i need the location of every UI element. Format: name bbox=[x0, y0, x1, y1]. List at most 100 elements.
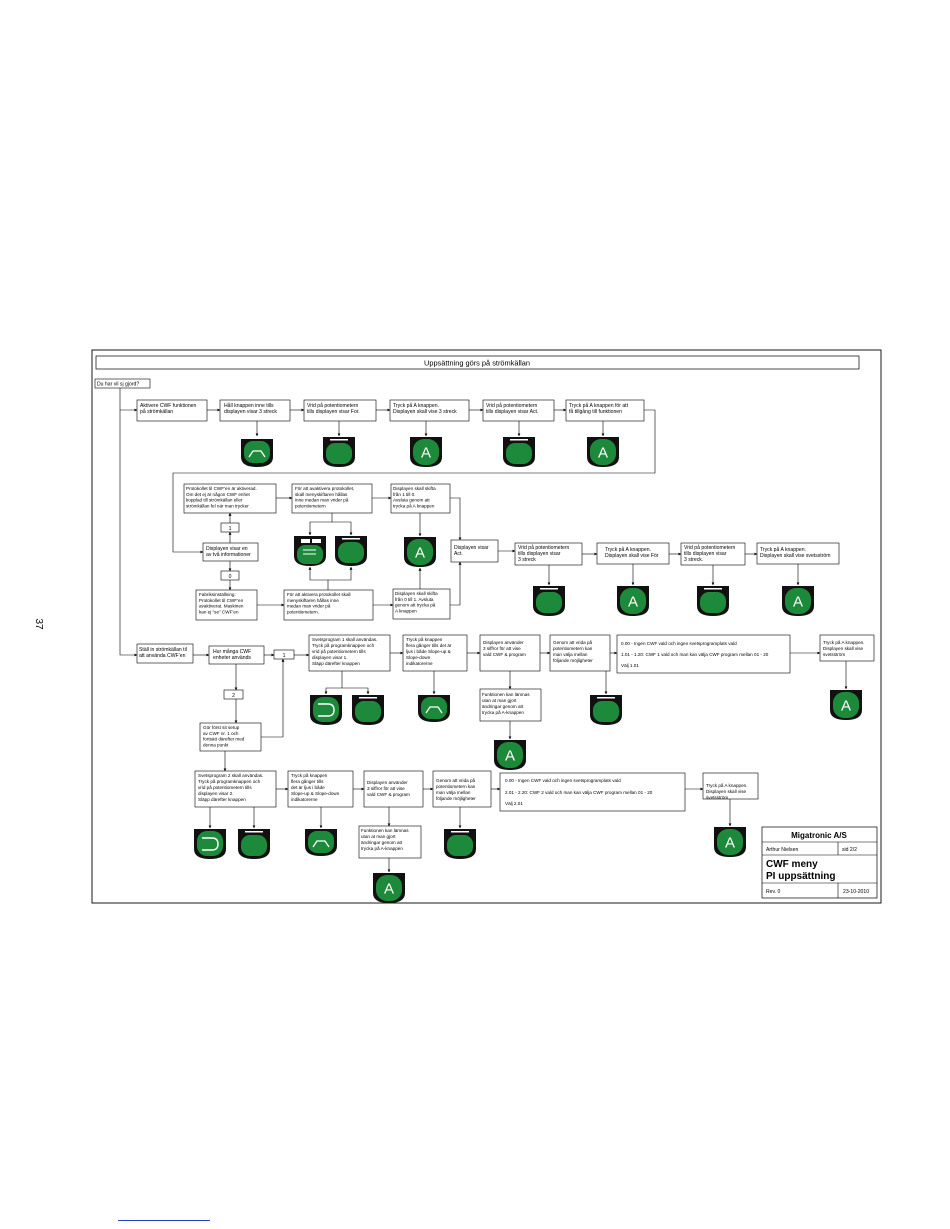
display-dashes-icon bbox=[697, 586, 729, 616]
display-dashes-icon bbox=[590, 695, 622, 725]
program-arrow-icon bbox=[194, 829, 226, 859]
svg-text:2: 2 bbox=[232, 693, 235, 699]
display-dashes-icon bbox=[352, 695, 384, 725]
svg-text:1: 1 bbox=[229, 526, 232, 532]
box-weld-program-1: Svetsprogram 1 skall användas.Tryck på p… bbox=[308, 634, 391, 672]
a-button-icon: A bbox=[714, 827, 746, 857]
svg-text:1: 1 bbox=[283, 653, 286, 659]
display-dashes-icon bbox=[444, 829, 476, 859]
a-button-letter: A bbox=[793, 594, 803, 611]
company-name: Migatronic A/S bbox=[791, 831, 847, 840]
svg-text:Protokollet til CWF’en är akti: Protokollet til CWF’en är aktiverad.Om d… bbox=[186, 486, 257, 508]
svg-text:0.00 - Ingen CWF vald och inge: 0.00 - Ingen CWF vald och ingen svetspro… bbox=[505, 778, 653, 806]
diagram-title: Uppsättning görs på strömkällan bbox=[424, 359, 530, 368]
box-press-a-1: Tryck på A knappen.Displayen skall vise … bbox=[389, 399, 470, 422]
svg-text:0: 0 bbox=[229, 574, 232, 580]
diagram-frame bbox=[91, 349, 882, 904]
a-button-letter: A bbox=[628, 594, 638, 611]
box-press-a-svetsstrom: Tryck på A knappen.Displayen skall vise … bbox=[756, 542, 840, 565]
svg-text:Tryck på A knappen.Displayen s: Tryck på A knappen.Displayen skall vise … bbox=[760, 546, 830, 559]
display-dashes-icon bbox=[335, 536, 367, 566]
svg-text:Tryck på A knappen.Displayen s: Tryck på A knappen.Displayen skall vises… bbox=[823, 639, 864, 657]
box-options-list-2: 0.00 - Ingen CWF vald och ingen svetspro… bbox=[499, 772, 686, 812]
a-button-icon: A bbox=[830, 690, 862, 720]
header-bar bbox=[95, 355, 860, 370]
revision: Rev. 0 bbox=[766, 889, 781, 895]
a-button-icon: A bbox=[587, 437, 619, 467]
box-factory-setting: Fabriksinställning:Protokollet til CWF’e… bbox=[195, 589, 258, 621]
box-press-a-for: Tryck på A knappen.Displayen skall vise … bbox=[596, 542, 670, 565]
a-button-icon: A bbox=[494, 740, 526, 770]
svg-text:0.00 - Ingen CWF vald och inge: 0.00 - Ingen CWF vald och ingen svetspro… bbox=[621, 641, 769, 668]
svg-text:För att aktivera protokollet s: För att aktivera protokollet skallmenysk… bbox=[287, 592, 351, 614]
svg-text:Svetsprogram 1 skall användas.: Svetsprogram 1 skall användas.Tryck på p… bbox=[312, 637, 377, 666]
a-button-icon: A bbox=[782, 586, 814, 616]
document-title: CWF meny bbox=[766, 859, 818, 870]
a-button-icon: A bbox=[373, 873, 405, 903]
box-deactivate-protocol: För att avaktivera protokollet,skall men… bbox=[291, 483, 373, 514]
author-name: Arthur Nielsen bbox=[766, 847, 798, 853]
display-dashes-icon bbox=[238, 829, 270, 859]
a-button-letter: A bbox=[598, 445, 608, 462]
svg-text:Tryck på A knappen.Displayen s: Tryck på A knappen.Displayen skall vise … bbox=[393, 402, 457, 415]
display-dashes-icon bbox=[533, 586, 565, 616]
a-button-icon: A bbox=[404, 537, 436, 567]
title-block: Migatronic A/S Arthur Nielsen sid 2/2 CW… bbox=[761, 826, 878, 899]
a-button-letter: A bbox=[415, 545, 425, 562]
a-button-letter: A bbox=[841, 698, 851, 715]
display-dashes-icon bbox=[323, 437, 355, 467]
box-options-list-1: 0.00 - Ingen CWF vald och ingen svetspro… bbox=[616, 634, 791, 674]
a-button-letter: A bbox=[384, 881, 394, 898]
a-button-icon: A bbox=[617, 586, 649, 616]
label-box-0: 0 bbox=[220, 570, 240, 581]
svg-text:Fabriksinställning:Protokollet: Fabriksinställning:Protokollet til CWF’e… bbox=[199, 592, 244, 614]
slope-icon bbox=[241, 439, 273, 467]
program-arrow-icon bbox=[310, 695, 342, 725]
sheet-number: sid 2/2 bbox=[842, 847, 857, 853]
display-dashes-icon bbox=[503, 437, 535, 467]
svg-text:För att avaktivera protokollet: För att avaktivera protokollet,skall men… bbox=[295, 486, 354, 508]
a-button-icon: A bbox=[410, 437, 442, 467]
label-box-2: 2 bbox=[223, 689, 244, 700]
slope-icon bbox=[418, 695, 450, 722]
